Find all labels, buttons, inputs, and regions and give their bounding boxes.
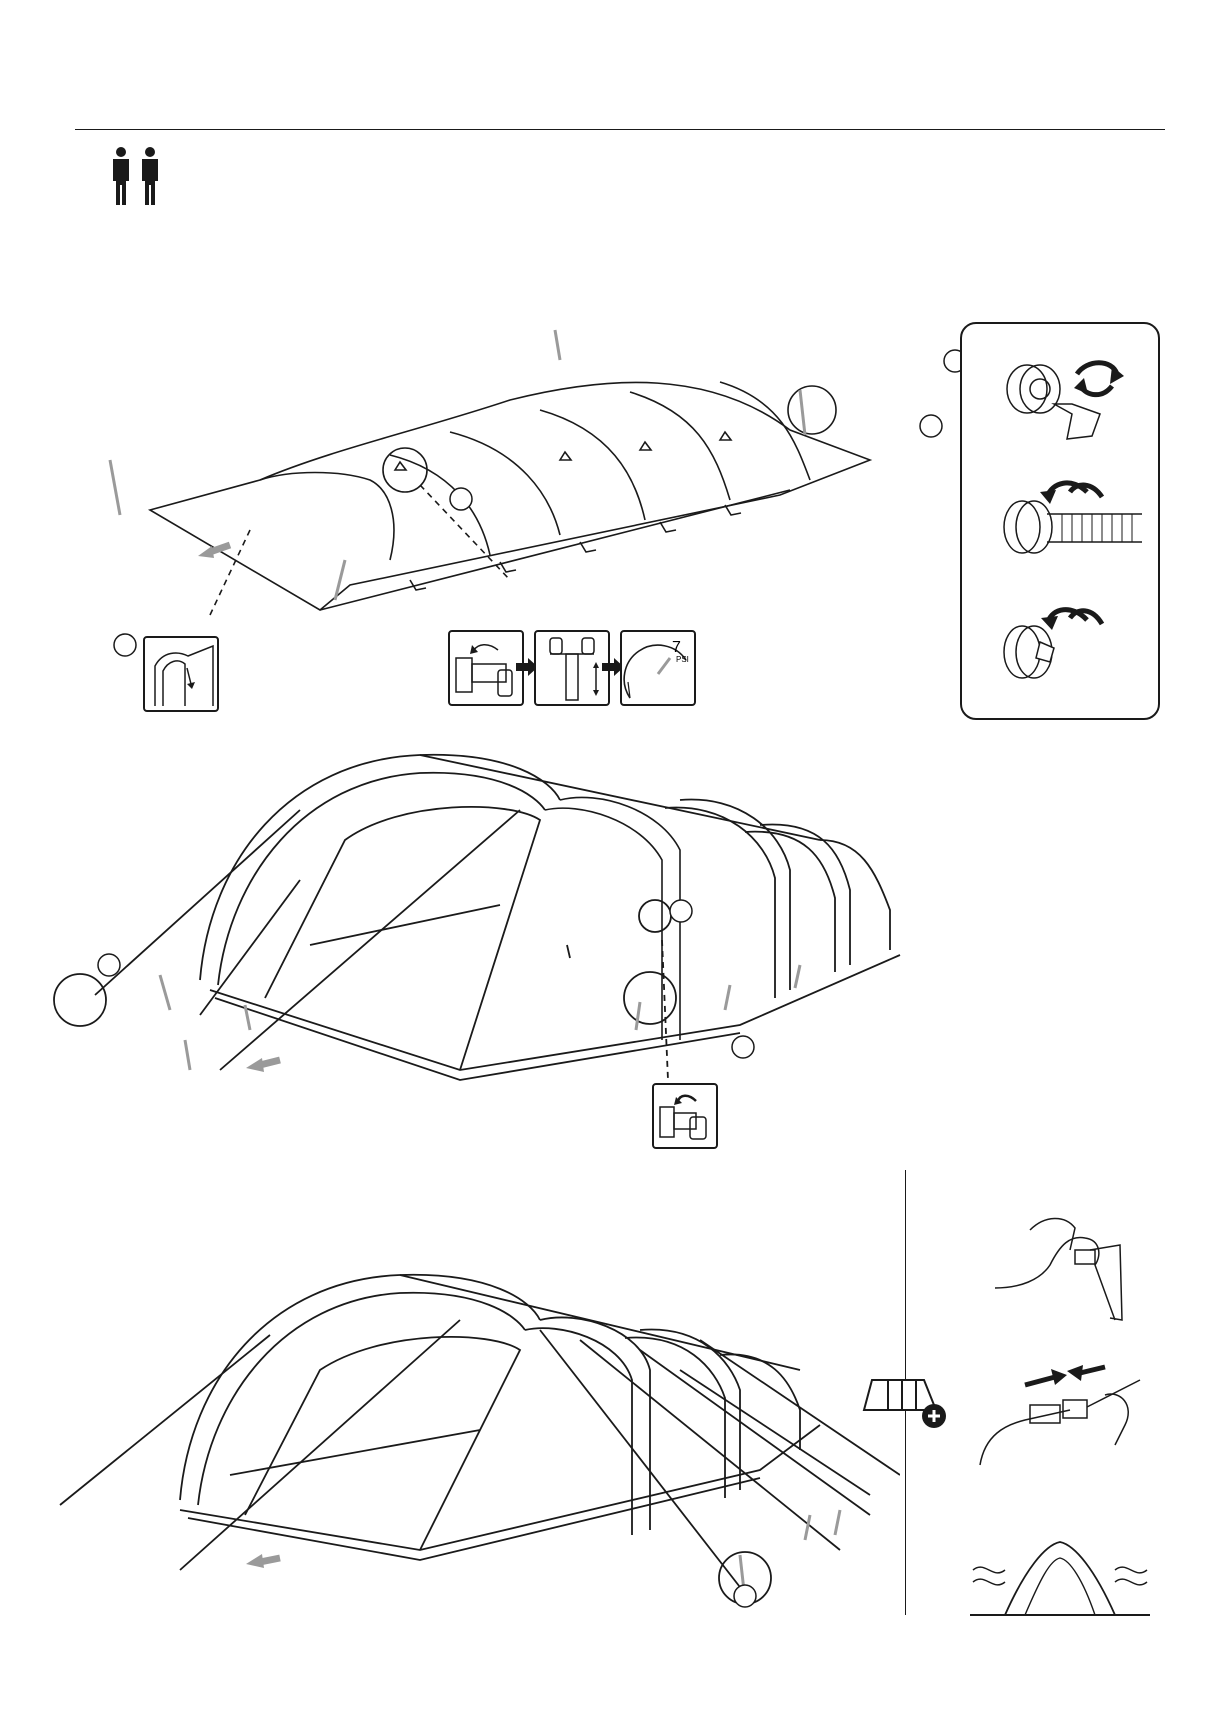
pressure-gauge-icon: 7 PSI: [620, 630, 696, 706]
valve-cap-icon: [448, 630, 524, 706]
valve-close-icon: [992, 592, 1132, 692]
guyed-tent-diagram: [40, 1260, 900, 1620]
wind-tent-icon: [965, 1530, 1155, 1620]
add-section-icon: [862, 1374, 948, 1432]
gauge-unit: PSI: [676, 655, 689, 664]
front-arch: [200, 755, 560, 980]
callout-circle-2: [448, 486, 474, 512]
valve-steps-panel: [960, 322, 1160, 720]
callout-circle-3: [918, 413, 944, 439]
callout-circle-7: [730, 1034, 756, 1060]
valve-open-icon: [992, 344, 1132, 454]
hose-attach-icon: [992, 472, 1142, 572]
callout-circle-5: [96, 952, 122, 978]
top-divider: [75, 129, 1165, 130]
flat-tent-diagram: [90, 320, 950, 640]
buckle-connect-icon: [975, 1355, 1145, 1475]
callout-circle-1: [112, 632, 138, 658]
pump-icon: [534, 630, 610, 706]
erected-tent-diagram: [40, 740, 920, 1120]
inflate-steps: 7 PSI: [448, 630, 698, 710]
hand-release-icon: [990, 1210, 1130, 1330]
callout-circle-6: [668, 898, 694, 924]
callout-circle-8: [732, 1583, 758, 1609]
gauge-value: 7: [672, 639, 681, 656]
two-people-icon: [108, 146, 168, 206]
door-panel-icon: [143, 636, 219, 712]
tent-outline: [150, 382, 870, 610]
valve-cap-close-icon: [652, 1083, 718, 1149]
